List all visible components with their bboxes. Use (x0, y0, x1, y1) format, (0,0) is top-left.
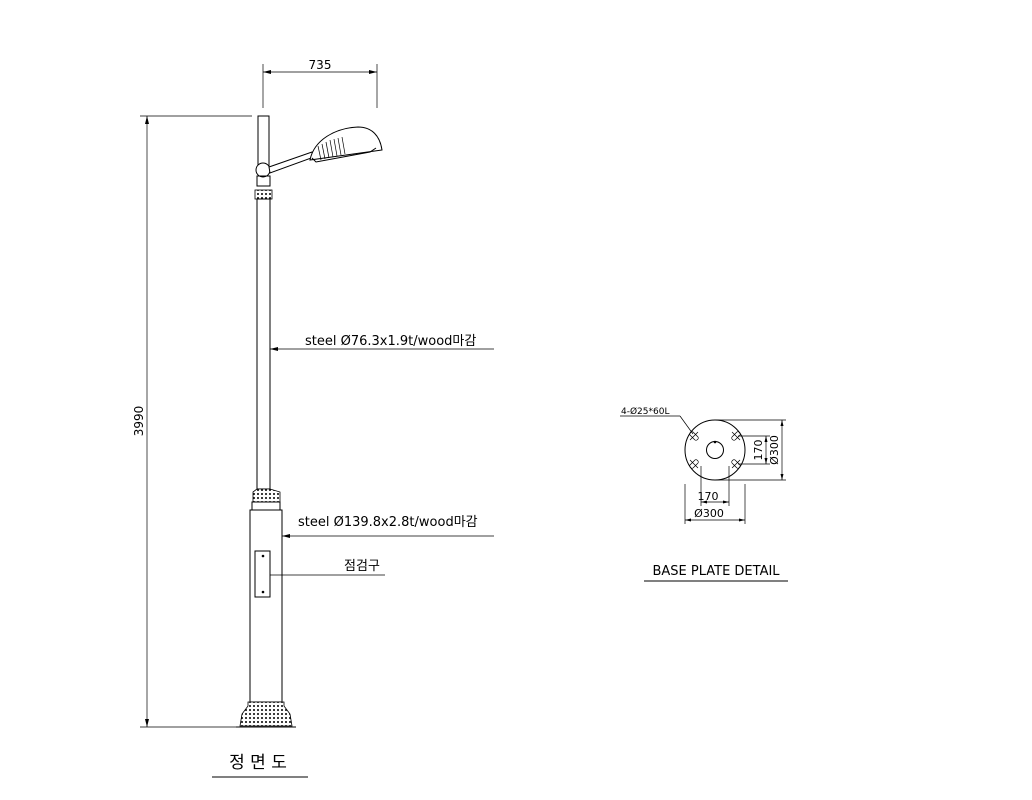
base-plate-center-hole (706, 441, 724, 459)
dimension-total-height: 3990 (132, 115, 252, 728)
bolt-note-leader: 4-Ø25*60L (620, 406, 694, 435)
luminaire-arm (268, 151, 315, 174)
pole-top-section (257, 115, 270, 167)
pole-collar (256, 175, 271, 187)
dimension-total-height-value: 3990 (132, 406, 146, 437)
base-plate-outline (684, 419, 746, 481)
callout-upper-pole: steel Ø76.3x1.9t/wood마감 (270, 334, 494, 351)
dimension-arm-width: 735 (262, 58, 378, 108)
inspection-door (254, 550, 271, 598)
pole-transition-collar (251, 501, 281, 511)
dim-horizontal-bolt: 170 (698, 490, 719, 503)
base-plate-title: BASE PLATE DETAIL (652, 564, 780, 579)
callout-lower-pole-label: steel Ø139.8x2.8t/wood마감 (298, 515, 478, 530)
pole-transition-ring (252, 488, 281, 503)
pole-upper-ring (254, 189, 273, 200)
base-plate-vertical-dims: 170 Ø300 (715, 419, 786, 481)
callout-upper-pole-label: steel Ø76.3x1.9t/wood마감 (305, 334, 476, 349)
dim-vertical-plate: Ø300 (768, 435, 781, 465)
front-view-title: 정 면 도 (229, 753, 287, 773)
dim-horizontal-plate: Ø300 (694, 507, 724, 520)
bolt-holes (689, 431, 741, 469)
street-light-pole (236, 115, 296, 728)
dim-vertical-bolt: 170 (752, 440, 765, 461)
luminaire (268, 126, 383, 174)
arm-joint (255, 162, 271, 178)
front-view-title-block: 정 면 도 (212, 753, 308, 778)
pole-upper-shaft (256, 198, 271, 490)
pole-base (239, 701, 293, 727)
base-plate-horizontal-dims: 170 Ø300 (684, 466, 746, 524)
dimension-arm-width-value: 735 (309, 58, 332, 72)
bolt-note: 4-Ø25*60L (621, 406, 669, 417)
pole-lower-shaft (249, 509, 283, 703)
callout-lower-pole: steel Ø139.8x2.8t/wood마감 (282, 515, 494, 538)
luminaire-hood (309, 126, 383, 161)
callout-inspection-door: 점검구 (270, 559, 385, 576)
callout-inspection-door-label: 점검구 (344, 559, 380, 574)
base-plate-detail: 4-Ø25*60L 170 Ø300 170 (620, 406, 788, 582)
